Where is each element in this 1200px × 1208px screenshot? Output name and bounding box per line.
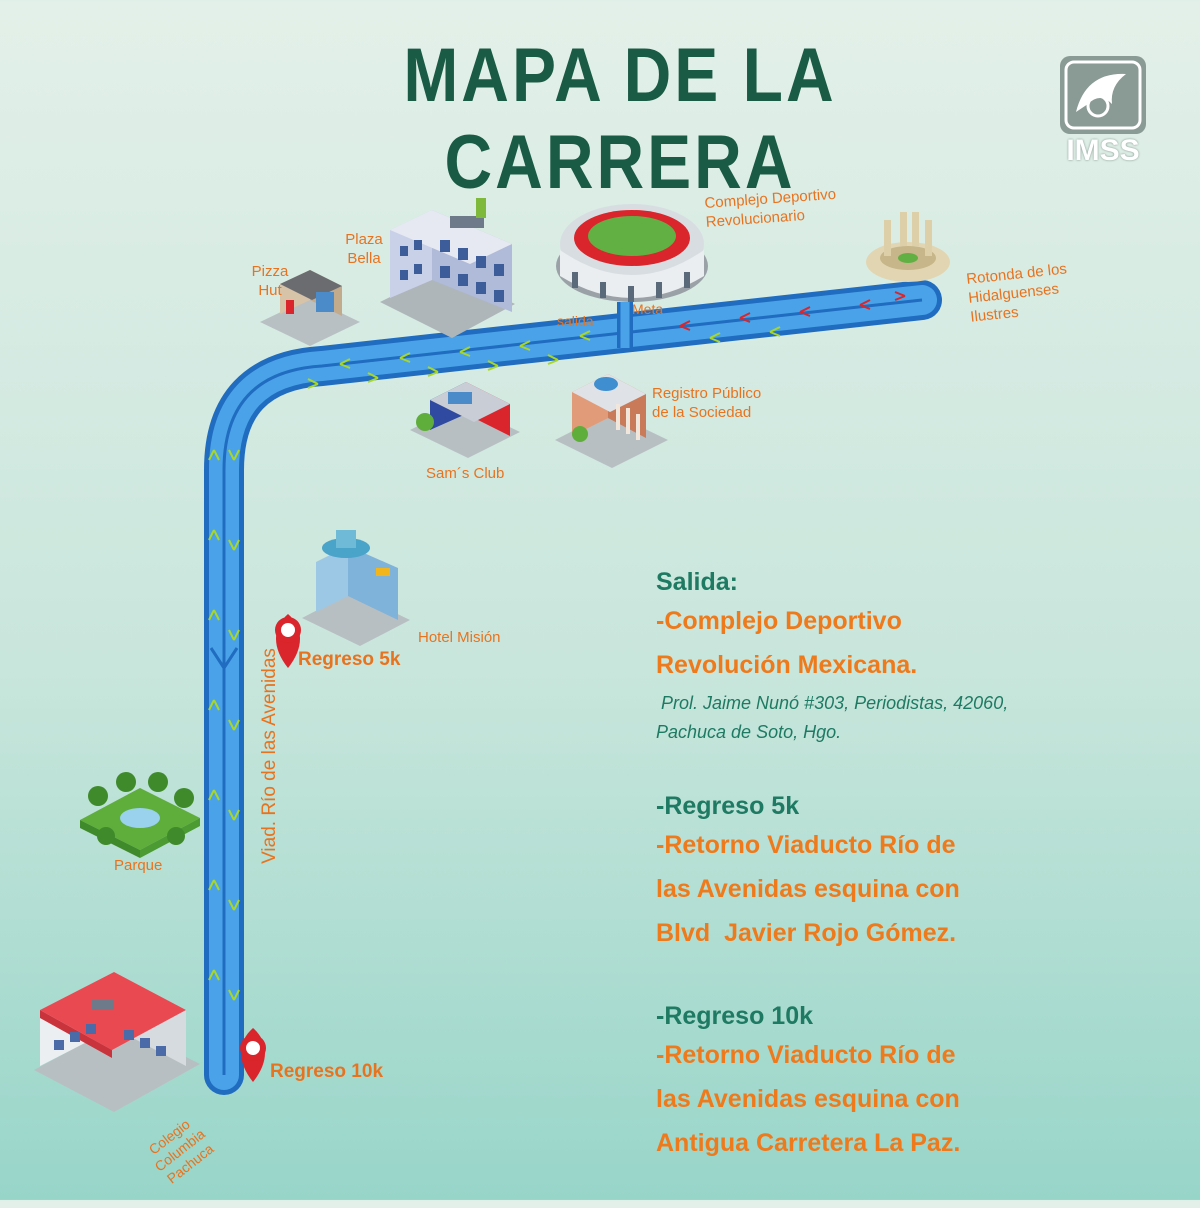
stadium-building (556, 204, 708, 302)
regreso-10k-line3: Antigua Carretera La Paz. (656, 1129, 961, 1157)
salida-heading: Salida: (656, 568, 738, 596)
regreso-5k-line3: Blvd Javier Rojo Gómez. (656, 919, 957, 947)
pizza-hut-building (260, 270, 360, 346)
regreso-5k-line2: las Avenidas esquina con (656, 875, 960, 903)
logo-text: IMSS (1066, 134, 1140, 167)
regreso-5k-line1: -Retorno Viaducto Río de (656, 831, 956, 859)
route-center-line (222, 298, 923, 1075)
label-plaza-bella: Plaza Bella (345, 231, 383, 267)
info-panel: Salida: -Complejo Deportivo Revolución M… (656, 565, 1176, 1165)
regreso-5k-heading: -Regreso 5k (656, 792, 800, 820)
regreso-10k-line2: las Avenidas esquina con (656, 1085, 960, 1113)
salida-line1: -Complejo Deportivo (656, 607, 902, 635)
salida-address-line1: Prol. Jaime Nunó #303, Periodistas, 4206… (656, 693, 1009, 713)
hotel-mision-building (302, 530, 410, 646)
street-label: Viad. Río de las Avenidas (259, 648, 280, 864)
label-regreso-10k: Regreso 10k (270, 1061, 384, 1082)
sams-club-building (410, 382, 520, 458)
registro-publico-building (555, 374, 668, 468)
label-registro-publico: Registro Público de la Sociedad (652, 385, 762, 421)
pin-regreso-10k (240, 1028, 266, 1082)
label-parque: Parque (114, 857, 163, 874)
pin-regreso-5k (275, 614, 301, 668)
page-title: MAPA DE LA CARRERA (403, 31, 837, 205)
regreso-10k-heading: -Regreso 10k (656, 1002, 814, 1030)
imss-logo-icon (1060, 56, 1146, 134)
salida-line2: Revolución Mexicana. (656, 651, 918, 679)
label-meta: Meta (632, 301, 664, 317)
label-pizza-hut: Pizza Hut (251, 263, 289, 299)
colegio-building (34, 972, 200, 1112)
route-arrows (208, 291, 906, 1001)
label-sams-club: Sam´s Club (426, 465, 505, 482)
park-area (80, 772, 200, 858)
rotonda-monument (866, 212, 950, 282)
plaza-bella-building (380, 198, 515, 338)
regreso-10k-line1: -Retorno Viaducto Río de (656, 1041, 956, 1069)
label-hotel-mision: Hotel Misión (418, 629, 501, 646)
label-regreso-5k: Regreso 5k (298, 649, 401, 670)
salida-address-line2: Pachuca de Soto, Hgo. (656, 722, 842, 742)
label-salida: salida (557, 313, 594, 329)
